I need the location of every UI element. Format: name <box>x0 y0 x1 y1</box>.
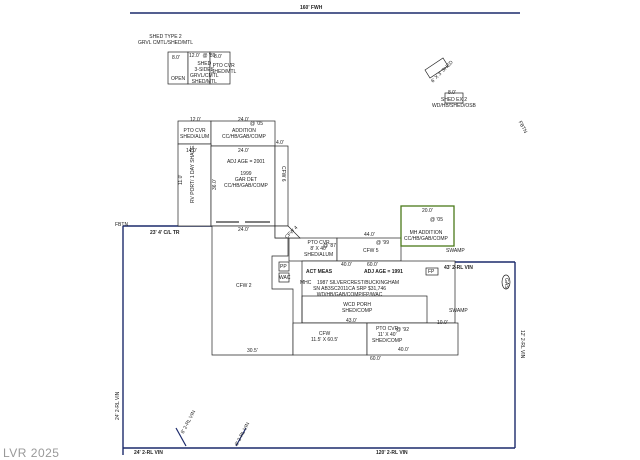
rv-port-box <box>177 143 212 227</box>
rv-port-dim-w: 14.0' <box>186 148 197 154</box>
adj-age: ADJ AGE = 1991 <box>364 269 403 275</box>
top-road-label: 160' FWH <box>300 5 323 11</box>
wcd-porch-label: WCD PORH SHED/COMP <box>342 302 373 314</box>
cfw6-dim: 4.0' <box>276 140 284 146</box>
cfw6-label: CFW 6 <box>280 166 286 182</box>
structures <box>167 51 511 356</box>
cfw-bottom-dim: 43.0' <box>346 318 357 324</box>
gas-tag: GAS <box>503 278 509 289</box>
cfw-bottom-label: CFW 11.5' X 60.5' <box>311 331 339 343</box>
addition-dim: 24.0' <box>238 117 249 123</box>
pto-11x40-dim: 40.0' <box>398 347 409 353</box>
shed-3sides-dim: 12.0' @ '89 <box>189 53 216 59</box>
pto-alum-dim: 12.0' <box>190 117 201 123</box>
pto-11x40-box <box>366 322 459 356</box>
rv-port-label: RV PORT/ 1 DAY SHADE <box>190 145 196 203</box>
addition-label: ADDITION CC/HB/GAB/COMP <box>222 128 266 140</box>
left-road-label: 23' 4' C/L TR <box>150 230 180 236</box>
cfw2-dim-top: 24.0' <box>238 227 249 233</box>
left-tag: FBTN <box>115 222 129 228</box>
property-lines <box>122 12 520 455</box>
right-vert-2: 12' 2-RL VIN <box>519 330 525 359</box>
left-vert: 24' 2-RL VIN <box>115 391 121 420</box>
pto-alum-label: PTO CVR SHED/ALUM <box>180 128 210 140</box>
pto-8x40-year: @ '87 <box>323 243 336 249</box>
shed-pto-cell <box>209 51 231 85</box>
garage-dim-h: 36.0' <box>212 179 218 190</box>
mh-addition-dim-w: 20.0' <box>422 208 433 214</box>
addition-box <box>210 120 276 147</box>
wac-box <box>278 272 290 283</box>
mh-addition-year: @ '05 <box>430 217 443 223</box>
watermark: LVR 2025 <box>3 446 60 460</box>
garage-box <box>210 145 276 227</box>
fp-box <box>425 267 439 276</box>
mh-addition-label: MH ADDITION CC/HB/GAB/COMP <box>404 230 448 242</box>
diag-road-lines <box>175 427 247 447</box>
cfw5-label: CFW 5 <box>363 248 379 254</box>
shed-type2-title: SHED TYPE 2 GRVL CMTL/SHED/MTL <box>138 34 194 46</box>
shed-3sides-label: SHED 3-SIDES GRVL/CMTL SHED/MTL <box>190 61 219 85</box>
bottom-left-road: 24' 2-RL VIN <box>134 450 163 456</box>
shed-pto-dim: 8.0' <box>214 54 222 60</box>
cfw-bottom-dim-2: 60.0' <box>370 356 381 362</box>
wac-tag: WAC <box>279 275 291 281</box>
cfw6-box <box>274 145 289 227</box>
shed-open-dim: 8.0' <box>172 55 180 61</box>
swamp-2: SWAMP <box>449 308 468 314</box>
bottom-road: 120' 2-RL VIN <box>376 450 408 456</box>
cfw2-dim-bottom: 30.5' <box>247 348 258 354</box>
addition-year: @ '05 <box>250 121 263 127</box>
mh-addition-box <box>400 205 455 247</box>
diag-shed-box <box>424 57 449 79</box>
right-small-road: 43' 2-RL VIN <box>444 265 473 271</box>
garage-label: ADJ AGE = 2001 1999 GAR DET CC/HB/GAB/CO… <box>224 159 268 189</box>
cfw5-year: @ '99 <box>376 240 389 246</box>
cfw4-box <box>274 225 301 239</box>
pto-11x40-side: 10.0' <box>437 320 448 326</box>
rv-port-dim-h: 11.0' <box>178 174 184 185</box>
pp-box <box>278 261 290 272</box>
cfw2-box <box>211 225 294 356</box>
fp-tag: FP <box>428 269 435 275</box>
main-home-dim-2: 60.0' <box>367 262 378 268</box>
pto-8x40-label: PTO CVR 8' X 40' SHED/ALUM <box>304 240 334 258</box>
pp-tag: PP <box>280 264 287 270</box>
pto-11x40-label: PTO CVR 11' X 40' SHED/COMP <box>372 326 403 344</box>
garage-dim-w: 24.0' <box>238 148 249 154</box>
shed-open-label: OPEN <box>171 76 186 82</box>
main-home-details: MHC 1987 SILVERCREST/BUCKINGHAM SN AB3SC… <box>300 280 400 298</box>
shed-ex2-box <box>444 92 464 104</box>
cfw2-label: CFW 2 <box>236 283 252 289</box>
cfw5-dim: 44.0' <box>364 232 375 238</box>
pto-11x40-year: @ '92 <box>396 327 409 333</box>
shed-ex2-label: SHED EX 2 WD/HB/SHED/OSB <box>432 97 476 109</box>
act-meas: ACT MEAS <box>306 269 333 275</box>
gas-meter <box>501 274 511 290</box>
swamp-1: SWAMP <box>446 248 465 254</box>
main-home-dim-1: 40.0' <box>341 262 352 268</box>
cfw-bottom-box <box>292 322 368 356</box>
shed-ex2-dim: 8.0' <box>448 90 456 96</box>
shed-pto-label: PTO CVR SHED/MTL <box>211 63 237 75</box>
